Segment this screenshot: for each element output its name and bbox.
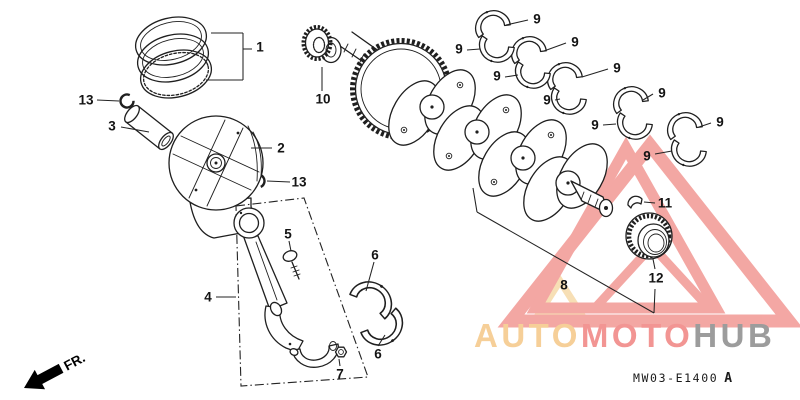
leader-line bbox=[554, 98, 561, 101]
part-callout-9[interactable]: 9 bbox=[716, 115, 724, 130]
connecting-rod-drawing bbox=[233, 207, 304, 353]
part-callout-10[interactable]: 10 bbox=[315, 92, 330, 107]
part-callout-9[interactable]: 9 bbox=[543, 93, 551, 108]
front-arrow-icon bbox=[24, 363, 64, 390]
leader-line bbox=[466, 48, 481, 51]
crankshaft-drawing bbox=[350, 38, 614, 222]
leader-line bbox=[543, 42, 567, 52]
front-arrow-label: FR. bbox=[61, 350, 87, 373]
wordmark-segment: AUTO bbox=[474, 317, 581, 354]
leader-line bbox=[472, 187, 478, 213]
leader-line bbox=[377, 334, 386, 347]
watermark-wordmark: AUTOMOTOHUB bbox=[474, 317, 775, 354]
leader-line bbox=[266, 180, 291, 183]
leader-line bbox=[504, 74, 519, 78]
leader-line bbox=[643, 201, 656, 204]
front-direction-arrow: FR. bbox=[24, 350, 88, 390]
part-callout-2[interactable]: 2 bbox=[277, 141, 285, 156]
part-callout-3[interactable]: 3 bbox=[108, 119, 116, 134]
leader-lines bbox=[96, 19, 712, 367]
connecting-rod-box bbox=[235, 197, 369, 387]
part-callout-9[interactable]: 9 bbox=[493, 69, 501, 84]
part-callout-6[interactable]: 6 bbox=[371, 248, 379, 263]
leader-line bbox=[476, 211, 655, 314]
timing-gear-drawing bbox=[625, 212, 673, 260]
part-callout-9[interactable]: 9 bbox=[591, 118, 599, 133]
part-callout-13[interactable]: 13 bbox=[291, 175, 307, 190]
part-callout-6[interactable]: 6 bbox=[374, 347, 382, 362]
part-callout-9[interactable]: 9 bbox=[613, 61, 621, 76]
leader-line bbox=[652, 258, 656, 270]
part-callout-9[interactable]: 9 bbox=[571, 35, 579, 50]
leader-line bbox=[642, 93, 654, 101]
leader-line bbox=[654, 150, 673, 155]
leader-line bbox=[698, 122, 712, 128]
piston-pin-drawing bbox=[124, 104, 174, 151]
wordmark-segment: HUB bbox=[693, 317, 775, 354]
line-art bbox=[119, 4, 708, 387]
part-callout-1[interactable]: 1 bbox=[256, 40, 264, 55]
rod-nut-drawing bbox=[334, 346, 348, 358]
part-callout-4[interactable]: 4 bbox=[204, 290, 212, 305]
leader-line bbox=[581, 68, 609, 78]
diagram-code-number: MW03-E1400 bbox=[633, 371, 718, 385]
leader-line bbox=[338, 358, 341, 367]
part-callout-5[interactable]: 5 bbox=[284, 227, 292, 242]
woodruff-key-drawing bbox=[627, 195, 643, 209]
leader-line bbox=[288, 240, 292, 252]
rod-cap-drawing bbox=[289, 341, 339, 368]
part-callout-9[interactable]: 9 bbox=[658, 86, 666, 101]
watermark-logo bbox=[497, 134, 800, 328]
part-callout-9[interactable]: 9 bbox=[533, 12, 541, 27]
leader-line bbox=[96, 99, 120, 102]
main-bearing-shells-group bbox=[469, 4, 708, 172]
part-callout-9[interactable]: 9 bbox=[643, 149, 651, 164]
rod-bolt-drawing bbox=[282, 250, 301, 280]
part-callout-11[interactable]: 11 bbox=[658, 196, 673, 211]
part-callout-13[interactable]: 13 bbox=[78, 93, 94, 108]
diagram-code-suffix: A bbox=[724, 371, 732, 386]
rod-bearing-lower-drawing bbox=[359, 307, 412, 355]
diagram-code: MW03-E1400 A bbox=[633, 371, 732, 386]
part-callout-12[interactable]: 12 bbox=[648, 271, 663, 286]
piston-circlip-left-drawing bbox=[119, 93, 135, 109]
leader-line bbox=[120, 126, 150, 133]
leader-line bbox=[602, 123, 617, 126]
part-callout-8[interactable]: 8 bbox=[560, 278, 568, 293]
rod-bearing-upper-drawing bbox=[348, 272, 401, 320]
part-callout-9[interactable]: 9 bbox=[455, 42, 463, 57]
part-callout-7[interactable]: 7 bbox=[336, 367, 344, 382]
piston-rings-drawing bbox=[134, 16, 213, 99]
leader-line bbox=[505, 19, 529, 26]
leader-line bbox=[653, 288, 656, 314]
wordmark-segment: MOTO bbox=[581, 317, 693, 354]
leader-line bbox=[365, 261, 375, 292]
